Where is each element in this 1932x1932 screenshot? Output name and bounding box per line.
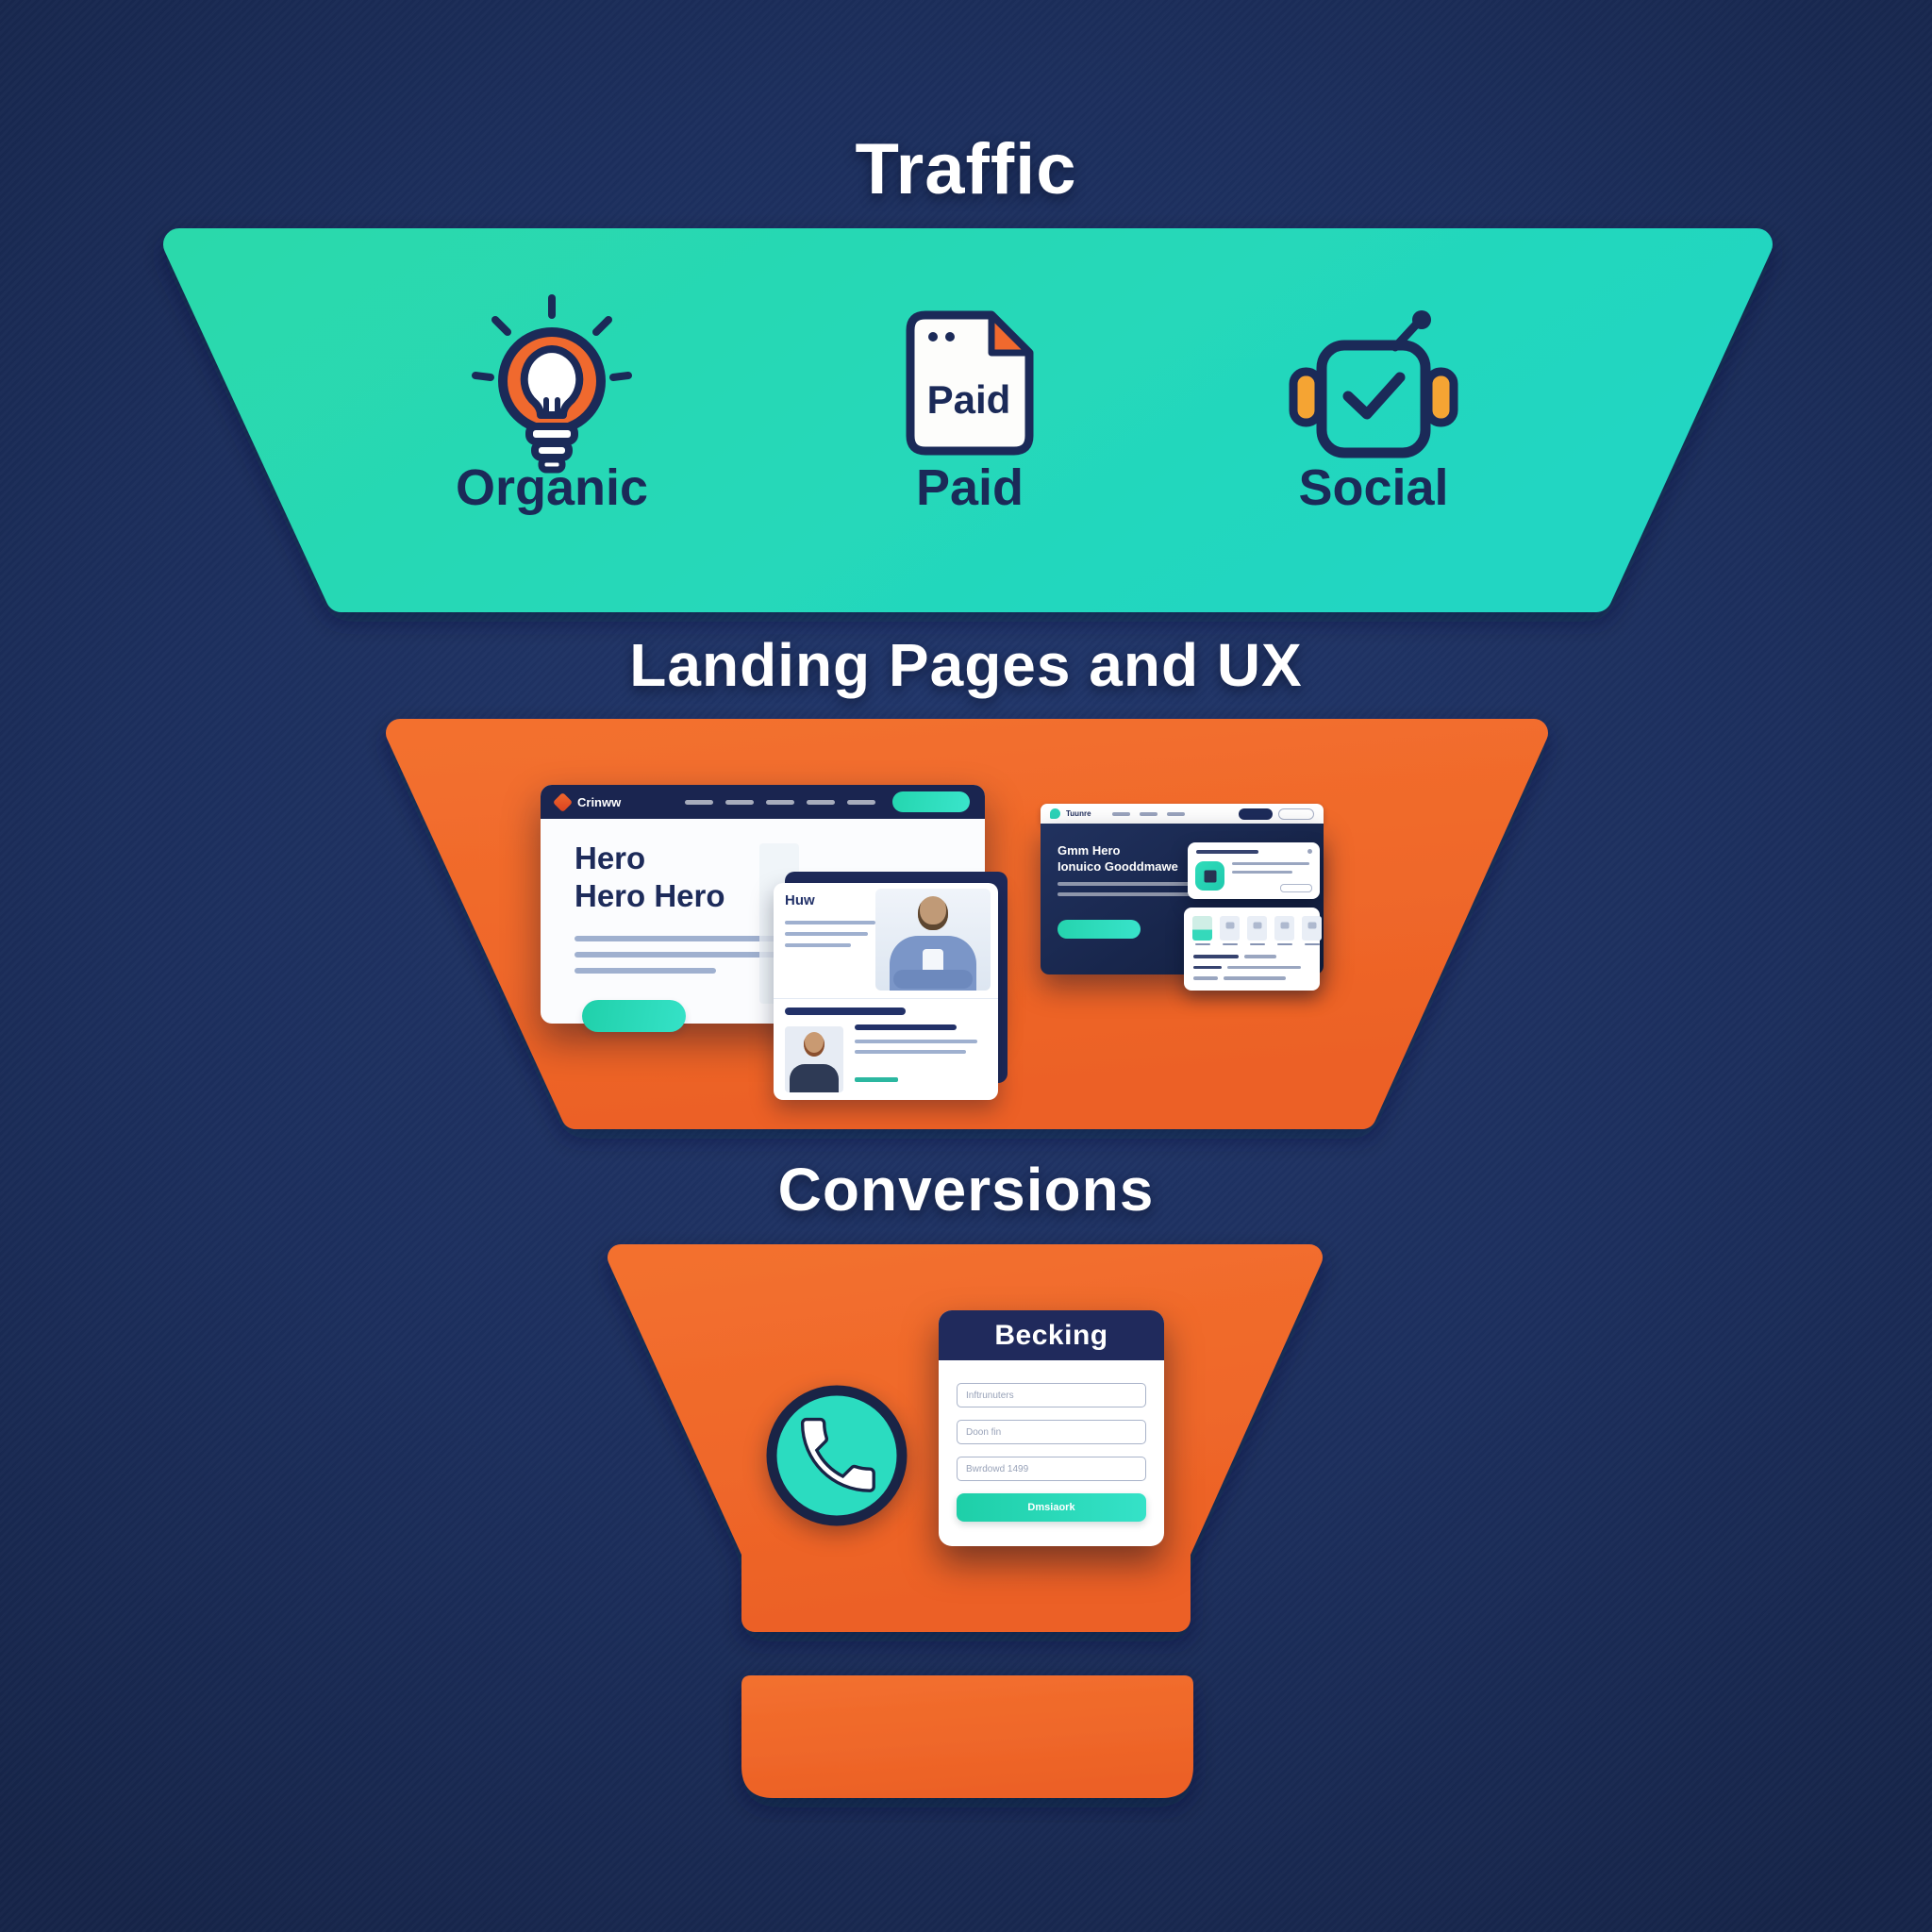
form-title: Becking bbox=[994, 1319, 1108, 1351]
hero-cta-button[interactable] bbox=[582, 1000, 686, 1032]
thumbnail[interactable] bbox=[1247, 916, 1267, 945]
testimonial-text bbox=[855, 1040, 977, 1060]
brand-name: Crinww bbox=[577, 794, 622, 809]
nav-link[interactable] bbox=[725, 799, 754, 805]
droplet-logo-icon bbox=[1050, 808, 1060, 819]
booking-input-email[interactable] bbox=[957, 1420, 1146, 1444]
person-photo-man bbox=[875, 889, 991, 991]
list-rows bbox=[1193, 955, 1310, 988]
testimonial-link[interactable] bbox=[855, 1077, 898, 1082]
booking-form-card: Becking Dmsiaork bbox=[939, 1310, 1164, 1546]
hero-paragraph bbox=[1058, 882, 1225, 903]
nav-link[interactable] bbox=[766, 799, 794, 805]
organic-label: Organic bbox=[455, 459, 649, 516]
form-body: Dmsiaork bbox=[939, 1360, 1164, 1522]
nav-links bbox=[685, 799, 875, 805]
paid-document-icon: Paid bbox=[899, 308, 1041, 463]
gear-icon bbox=[1307, 849, 1312, 854]
hero-paragraph bbox=[575, 936, 874, 984]
nav-link[interactable] bbox=[1111, 811, 1130, 816]
nav-link[interactable] bbox=[1139, 811, 1158, 816]
phone-icon bbox=[760, 1379, 913, 1537]
header-cta-button[interactable] bbox=[892, 791, 970, 812]
nav-link[interactable] bbox=[847, 799, 875, 805]
mockup-navbar: Crinww bbox=[541, 785, 985, 819]
card-text bbox=[785, 921, 875, 955]
social-label: Social bbox=[1298, 459, 1449, 516]
nav-link[interactable] bbox=[685, 799, 713, 805]
traffic-title: Traffic bbox=[855, 129, 1077, 209]
card-button[interactable] bbox=[1280, 884, 1312, 892]
nav-link[interactable] bbox=[807, 799, 835, 805]
brand-name: Tuunre bbox=[1066, 809, 1091, 818]
nav-links bbox=[1111, 811, 1185, 816]
paid-label: Paid bbox=[915, 459, 1024, 516]
card-title: Huw bbox=[785, 892, 815, 908]
conversions-title: Conversions bbox=[777, 1156, 1155, 1224]
mockup-navbar: Tuunre bbox=[1041, 804, 1324, 824]
booking-input-name[interactable] bbox=[957, 1383, 1146, 1407]
landing-title: Landing Pages and UX bbox=[629, 631, 1303, 699]
form-header: Becking bbox=[939, 1310, 1164, 1360]
floating-card-profile bbox=[1188, 842, 1320, 899]
thumbnail-row bbox=[1192, 916, 1322, 945]
person-photo-woman bbox=[785, 1026, 843, 1092]
section-heading bbox=[785, 1008, 906, 1015]
brand-logo-icon bbox=[552, 791, 574, 812]
thumbnail[interactable] bbox=[1220, 916, 1240, 945]
thumbnail[interactable] bbox=[1274, 916, 1294, 945]
floating-card-gallery bbox=[1184, 908, 1322, 991]
thumbnail[interactable] bbox=[1192, 916, 1212, 945]
feature-card: Huw bbox=[774, 883, 998, 1100]
paid-doc-text: Paid bbox=[927, 377, 1011, 422]
robot-check-icon bbox=[1284, 309, 1463, 470]
nav-link[interactable] bbox=[1166, 811, 1185, 816]
thumbnail[interactable] bbox=[1302, 916, 1322, 945]
hero-cta-button[interactable] bbox=[1058, 920, 1141, 939]
testimonial-heading bbox=[855, 1024, 957, 1030]
home-icon bbox=[1195, 861, 1224, 891]
funnel-output-bar bbox=[741, 1675, 1193, 1798]
signup-button[interactable] bbox=[1239, 808, 1273, 820]
login-button[interactable] bbox=[1278, 808, 1314, 820]
lightbulb-icon bbox=[472, 294, 632, 488]
booking-input-date[interactable] bbox=[957, 1457, 1146, 1481]
booking-submit-button[interactable]: Dmsiaork bbox=[957, 1493, 1146, 1522]
